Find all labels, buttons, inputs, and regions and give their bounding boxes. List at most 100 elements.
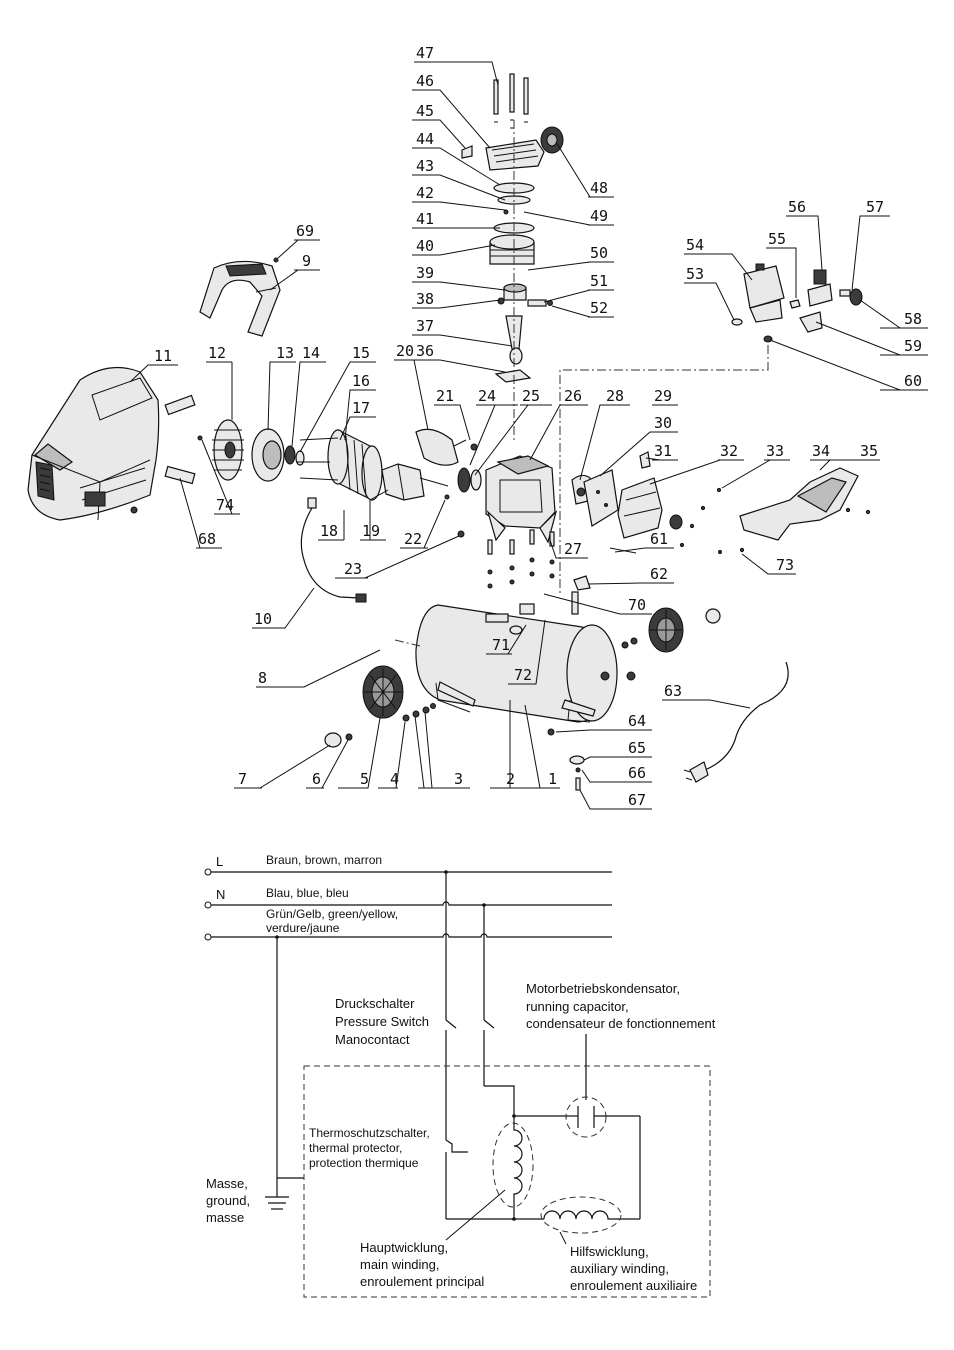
end-shield [251, 428, 305, 482]
part-label-42: 42 [414, 184, 440, 203]
terminal-PE [204, 933, 212, 941]
svg-text:4: 4 [390, 770, 399, 788]
svg-text:73: 73 [776, 556, 794, 574]
capacitor-label-2: running capacitor, [526, 999, 629, 1014]
svg-text:37: 37 [416, 317, 434, 335]
svg-text:2: 2 [506, 770, 515, 788]
part-label-40: 40 [414, 237, 440, 256]
part-label-38: 38 [414, 290, 440, 309]
svg-text:58: 58 [904, 310, 922, 328]
svg-text:42: 42 [416, 184, 434, 202]
front-shroud [27, 366, 160, 521]
svg-text:59: 59 [904, 337, 922, 355]
svg-text:61: 61 [650, 530, 668, 548]
svg-text:50: 50 [590, 244, 608, 262]
svg-text:66: 66 [628, 764, 646, 782]
part-number-labels: 47 46 45 44 43 42 41 40 39 38 37 36 48 4… [150, 44, 928, 810]
part-label-72: 72 [508, 666, 536, 685]
svg-text:65: 65 [628, 739, 646, 757]
svg-text:30: 30 [654, 414, 672, 432]
part-label-18: 18 [318, 522, 344, 541]
svg-text:46: 46 [416, 72, 434, 90]
capacitor-label-1: Motorbetriebskondensator, [526, 981, 680, 996]
svg-text:52: 52 [590, 299, 608, 317]
part-label-73: 73 [768, 556, 796, 575]
terminal-N [204, 901, 212, 909]
part-label-26: 26 [562, 387, 588, 406]
part-label-19: 19 [360, 522, 386, 541]
handle [199, 260, 281, 337]
svg-text:28: 28 [606, 387, 624, 405]
part-label-41: 41 [414, 210, 440, 229]
wire-L-label: Braun, brown, marron [266, 853, 382, 867]
svg-text:39: 39 [416, 264, 434, 282]
crank-cover [571, 469, 619, 527]
head-bolts [493, 73, 529, 129]
svg-text:18: 18 [320, 522, 338, 540]
part-label-35: 35 [830, 442, 880, 461]
svg-text:3: 3 [454, 770, 463, 788]
part-label-29: 29 [652, 387, 678, 406]
ground-label-1: Masse, [206, 1176, 248, 1191]
svg-text:71: 71 [492, 636, 510, 654]
svg-text:11: 11 [154, 347, 172, 365]
crankcase [485, 455, 558, 544]
part-label-12: 12 [206, 344, 232, 363]
part-label-49: 49 [588, 207, 614, 226]
part-label-54: 54 [684, 236, 710, 255]
svg-text:22: 22 [404, 530, 422, 548]
part-label-56: 56 [786, 198, 812, 217]
wiring-diagram: L N Braun, brown, marron Blau, blue, ble… [204, 853, 716, 1298]
cylinder-assembly [461, 139, 545, 383]
svg-text:31: 31 [654, 442, 672, 460]
pressure-switch-label-3: Manocontact [335, 1032, 410, 1047]
part-label-65: 65 [590, 739, 652, 758]
part-label-67: 67 [590, 791, 652, 810]
capacitor [415, 428, 467, 466]
svg-text:6: 6 [312, 770, 321, 788]
wheel-right [621, 607, 721, 681]
svg-text:55: 55 [768, 230, 786, 248]
svg-text:64: 64 [628, 712, 646, 730]
part-label-70: 70 [620, 596, 652, 615]
pressure-switch [731, 263, 863, 343]
svg-text:23: 23 [344, 560, 362, 578]
svg-text:35: 35 [860, 442, 878, 460]
part-label-52: 52 [588, 299, 614, 318]
part-label-74: 74 [214, 496, 240, 515]
part-label-43: 43 [414, 157, 440, 176]
fan [212, 419, 244, 481]
svg-text:63: 63 [664, 682, 682, 700]
svg-text:34: 34 [812, 442, 830, 460]
svg-text:32: 32 [720, 442, 738, 460]
svg-text:60: 60 [904, 372, 922, 390]
pressure-switch-label-2: Pressure Switch [335, 1014, 429, 1029]
part-label-57: 57 [864, 198, 890, 217]
svg-text:10: 10 [254, 610, 272, 628]
part-label-23: 23 [342, 560, 368, 579]
part-label-15: 15 [350, 344, 376, 363]
svg-text:27: 27 [564, 540, 582, 558]
svg-text:40: 40 [416, 237, 434, 255]
part-label-45: 45 [414, 102, 440, 121]
svg-text:47: 47 [416, 44, 434, 62]
part-label-47: 47 [414, 44, 465, 63]
ground-label-2: ground, [206, 1193, 250, 1208]
svg-text:21: 21 [436, 387, 454, 405]
part-label-58: 58 [880, 310, 928, 329]
part-label-60: 60 [880, 372, 928, 391]
aux-winding-label-2: auxiliary winding, [570, 1261, 669, 1276]
thermal-label-1: Thermoschutzschalter, [309, 1126, 430, 1140]
aux-winding-label-3: enroulement auxiliaire [570, 1278, 697, 1293]
svg-text:1: 1 [548, 770, 557, 788]
svg-text:56: 56 [788, 198, 806, 216]
part-label-6: 6 [306, 770, 324, 789]
svg-text:53: 53 [686, 265, 704, 283]
svg-text:38: 38 [416, 290, 434, 308]
part-label-13: 13 [270, 344, 296, 363]
svg-text:69: 69 [296, 222, 314, 240]
svg-text:74: 74 [216, 496, 234, 514]
svg-text:25: 25 [522, 387, 540, 405]
feet-bolts [487, 529, 555, 589]
